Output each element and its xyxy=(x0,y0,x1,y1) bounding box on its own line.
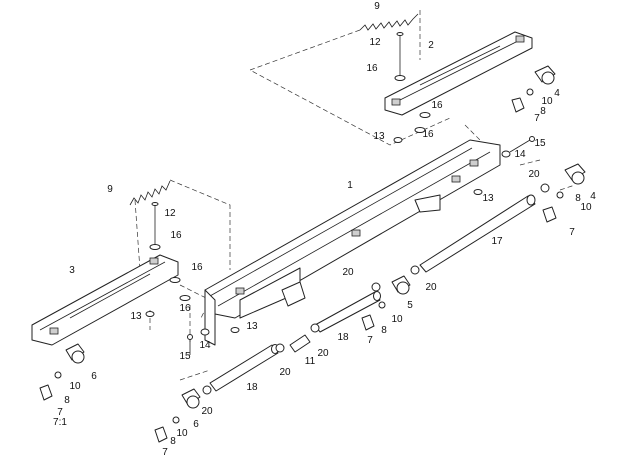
callout-label: 17 xyxy=(491,236,503,247)
roller-part-18-lower xyxy=(209,344,279,392)
callout-label: 10 xyxy=(176,428,188,439)
callout-label: 7:1 xyxy=(53,417,67,428)
callout-label: 6 xyxy=(193,419,199,430)
wheel-assembly-upper-right xyxy=(511,65,556,113)
callout-label: 6 xyxy=(91,371,97,382)
callout-label: 2 xyxy=(428,40,434,51)
callout-label: 13 xyxy=(130,311,142,322)
callout-label: 15 xyxy=(179,351,191,362)
callout-label: 20 xyxy=(425,282,437,293)
callout-label: 18 xyxy=(246,382,258,393)
callout-label: 16 xyxy=(422,129,434,140)
callout-label: 10 xyxy=(580,202,592,213)
nuts-part-13 xyxy=(145,137,483,333)
main-frame-part-1 xyxy=(204,139,501,346)
callout-label: 7 xyxy=(57,407,63,418)
callout-label: 18 xyxy=(337,332,349,343)
callout-label: 20 xyxy=(342,267,354,278)
callout-label: 8 xyxy=(575,193,581,204)
callout-label: 7 xyxy=(534,113,540,124)
wheel-assembly-bottom xyxy=(154,388,201,443)
callout-label: 15 xyxy=(534,138,546,149)
spring-part-9-lower xyxy=(129,180,171,206)
spring-part-9-upper xyxy=(359,13,419,31)
coupler-part-11 xyxy=(289,334,311,353)
callout-label: 7 xyxy=(569,227,575,238)
callout-label: 13 xyxy=(246,321,258,332)
callout-label: 16 xyxy=(179,303,191,314)
callout-label: 10 xyxy=(391,314,403,325)
callout-label: 7 xyxy=(162,447,168,458)
callout-label: 13 xyxy=(373,131,385,142)
callout-label: 3 xyxy=(69,265,75,276)
callout-label: 10 xyxy=(69,381,81,392)
callout-label: 13 xyxy=(482,193,494,204)
callout-label: 8 xyxy=(540,106,546,117)
callout-label: 4 xyxy=(554,88,560,99)
nuts-part-14 xyxy=(200,150,511,336)
callout-label: 16 xyxy=(191,262,203,273)
bolt-part-12-lower xyxy=(151,202,159,250)
callout-label: 8 xyxy=(64,395,70,406)
callout-label: 1 xyxy=(347,180,353,191)
wheel-assembly-right xyxy=(542,163,586,223)
bolt-part-12-upper xyxy=(396,32,404,80)
callout-label: 14 xyxy=(199,340,211,351)
callout-label: 9 xyxy=(107,184,113,195)
callout-label: 20 xyxy=(279,367,291,378)
callout-label: 16 xyxy=(170,230,182,241)
callout-label: 8 xyxy=(170,436,176,447)
bolts-part-15 xyxy=(187,136,535,355)
washers-part-16 xyxy=(149,75,431,301)
bearings-part-20 xyxy=(202,183,550,395)
upper-rail-part-2 xyxy=(384,31,533,116)
callout-label: 11 xyxy=(305,356,316,367)
callout-label: 7 xyxy=(367,335,373,346)
callout-label: 10 xyxy=(541,96,553,107)
callout-label: 8 xyxy=(381,325,387,336)
assembly-guide-lines xyxy=(134,10,576,381)
callout-label: 20 xyxy=(528,169,540,180)
callout-label: 12 xyxy=(369,37,381,48)
wheel-assembly-center xyxy=(361,275,411,331)
wheel-assembly-left xyxy=(39,343,85,401)
callout-label: 20 xyxy=(201,406,213,417)
callout-label: 12 xyxy=(164,208,176,219)
lower-rail-part-3 xyxy=(31,254,179,346)
callout-label: 9 xyxy=(374,1,380,12)
callout-label: 16 xyxy=(431,100,443,111)
callout-label: 5 xyxy=(407,300,413,311)
callout-label: 20 xyxy=(317,348,329,359)
roller-part-17 xyxy=(419,194,536,273)
callout-label: 14 xyxy=(514,149,526,160)
callout-label: 4 xyxy=(590,191,596,202)
callout-label: 16 xyxy=(366,63,378,74)
